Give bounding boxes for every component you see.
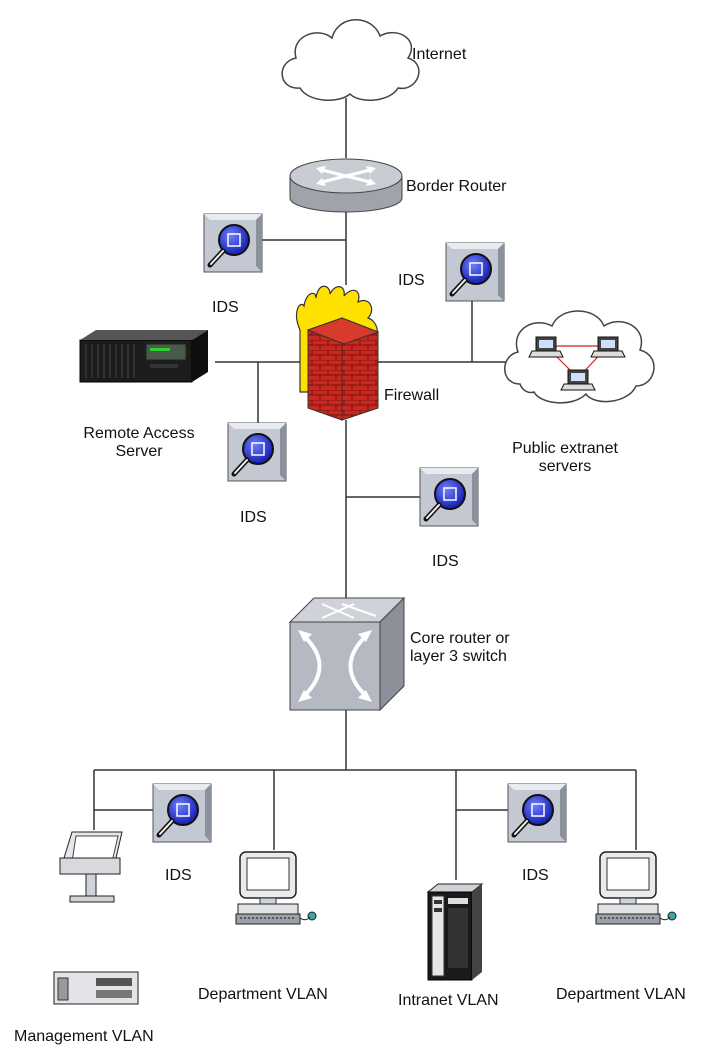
cloud-icon: [504, 310, 655, 404]
ids-label: IDS: [432, 553, 459, 570]
ids-label: IDS: [212, 299, 239, 316]
network-links: [93, 98, 637, 880]
management-vlan-label: Management VLAN: [14, 1028, 154, 1045]
laptop-icon: [528, 336, 564, 358]
public-extranet-label-line2: servers: [538, 458, 592, 475]
ids-label: IDS: [240, 509, 267, 526]
core-router-label-line1: Core router or: [410, 630, 510, 647]
remote-access-label-line2: Server: [115, 443, 163, 460]
desktop-computer-icon: [235, 851, 317, 925]
remote-access-label-line1: Remote Access: [83, 425, 195, 442]
server-rack-icon: [79, 330, 208, 383]
firewall-icon: [296, 285, 380, 421]
public-extranet-label-line1: Public extranet: [512, 440, 618, 457]
ids-label: IDS: [522, 867, 549, 884]
department-vlan-label: Department VLAN: [556, 986, 686, 1003]
internet-label: Internet: [412, 46, 467, 63]
tower-server-icon: [426, 883, 484, 981]
ids-sensor-icon: [153, 784, 211, 842]
intranet-vlan-label: Intranet VLAN: [398, 992, 499, 1009]
firewall-label: Firewall: [384, 387, 440, 404]
ids-sensor-icon: [228, 423, 286, 481]
border-router-label: Border Router: [406, 178, 507, 195]
ids-label: IDS: [398, 272, 425, 289]
layer3-switch-icon: [288, 596, 406, 712]
management-workstation-icon: [53, 831, 139, 1005]
ids-sensor-icon: [204, 214, 262, 272]
core-router-label-line2: layer 3 switch: [410, 648, 507, 665]
remote-access-server-label: Remote Access Server: [64, 425, 214, 461]
cloud-icon: [281, 19, 420, 101]
ids-sensor-icon: [446, 243, 504, 301]
laptop-icon: [560, 369, 596, 391]
core-router-label: Core router or layer 3 switch: [410, 630, 510, 666]
department-vlan-label: Department VLAN: [198, 986, 328, 1003]
ids-sensor-icon: [508, 784, 566, 842]
ids-label: IDS: [165, 867, 192, 884]
laptop-icon: [590, 336, 626, 358]
router-icon: [289, 158, 403, 213]
desktop-computer-icon: [595, 851, 677, 925]
ids-sensor-icon: [420, 468, 478, 526]
public-extranet-servers-label: Public extranet servers: [500, 440, 630, 476]
